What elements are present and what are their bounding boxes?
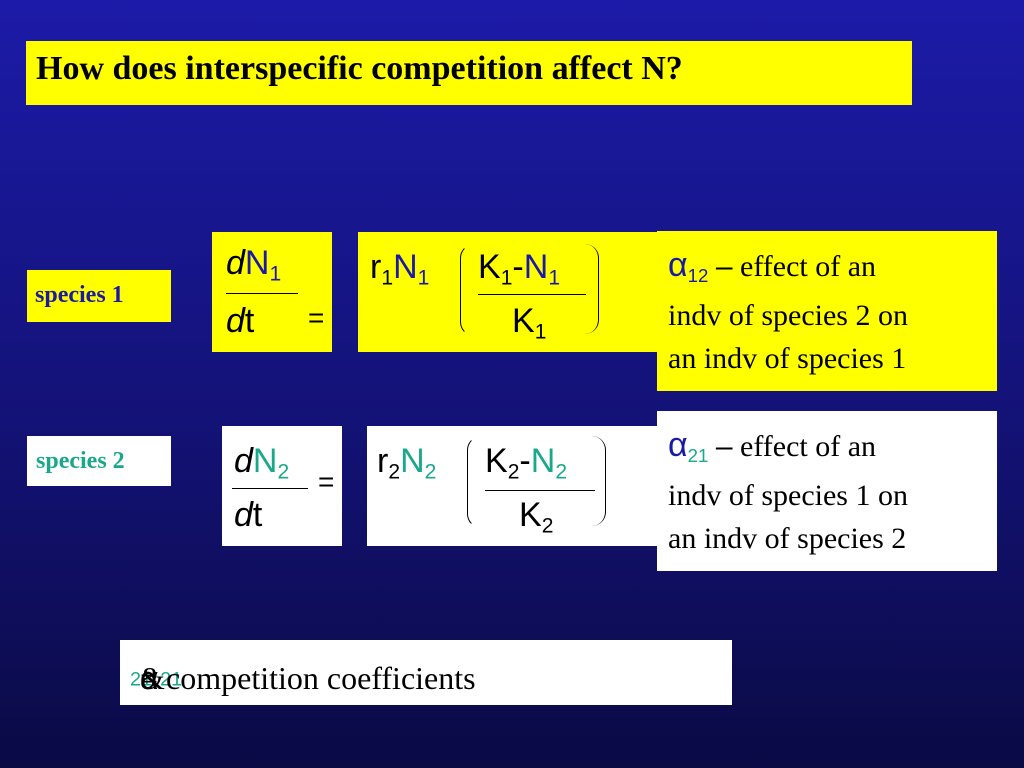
alpha-12-sub: 12 — [687, 264, 709, 286]
species-1-label: species 1 — [35, 282, 124, 308]
eq1-minus: - — [512, 248, 524, 286]
species-2-label-box: species 2 — [27, 436, 171, 486]
alpha-12-line-2: indv of species 2 on — [668, 299, 908, 332]
eq1-rhs-prefix: r1N1 — [370, 248, 429, 289]
eq1-t: t — [244, 302, 255, 340]
eq1-rhs-fraction-bar — [478, 294, 586, 295]
alpha-12-heading: α12 – effect of an — [668, 241, 876, 290]
eq1-r: r — [370, 248, 382, 286]
eq1-den-K-sub: 1 — [534, 320, 547, 344]
eq2-equals: = — [318, 466, 335, 497]
eq2-fraction-bar — [232, 488, 308, 489]
alpha-21-sub: 21 — [687, 444, 709, 466]
eq2-K-sub: 2 — [507, 460, 520, 484]
species-1-label-box: species 1 — [27, 270, 171, 322]
eq2-minus: - — [519, 442, 531, 480]
eq2-N: N — [252, 442, 278, 480]
eq2-d: d — [234, 442, 253, 480]
eq2-rhs-fraction-bar — [485, 490, 595, 491]
eq2-den-K: K — [519, 496, 542, 534]
bottom-alpha-2: α — [140, 660, 159, 696]
bottom-alpha-1: α — [140, 660, 159, 696]
eq1-fraction-bar — [226, 293, 298, 294]
eq2-t: t — [252, 496, 263, 534]
eq1-left-paren — [460, 244, 475, 336]
species-2-label: species 2 — [36, 448, 125, 474]
alpha-21-line-1: effect of an — [740, 430, 877, 463]
eq1-num-N-sub: 1 — [548, 266, 561, 290]
eq2-derivative-box: dN2 dt = — [222, 426, 342, 546]
alpha-21-line-2: indv of species 1 on — [668, 479, 908, 512]
eq1-den-d: d — [226, 302, 245, 340]
bottom-ampersand: & — [140, 660, 165, 696]
eq1-d: d — [226, 244, 245, 282]
eq1-denominator: dt — [226, 304, 254, 338]
eq2-r: r — [377, 442, 389, 480]
eq2-num-N: N — [530, 442, 556, 480]
bottom-alpha-2-sub: 21 — [160, 668, 183, 691]
eq2-rhs-numerator: K2-N2 — [485, 442, 567, 483]
eq1-numerator: dN1 — [226, 244, 281, 285]
eq2-rhs-prefix: r2N2 — [377, 442, 436, 483]
eq1-K-sub: 1 — [500, 266, 513, 290]
alpha-21-dash: – — [715, 430, 733, 463]
alpha-21-note: α21 – effect of an indv of species 1 on … — [657, 411, 997, 571]
alpha-21-line-3: an indv of species 2 — [668, 522, 907, 555]
eq1-rhs-N-sub: 1 — [417, 266, 430, 290]
eq1-right-paren — [584, 244, 599, 334]
eq2-rhs-box: r2N2 K2-N2 K2 — [367, 426, 658, 546]
eq2-left-paren — [467, 436, 482, 528]
eq1-rhs-numerator: K1-N1 — [478, 248, 560, 289]
eq1-r-sub: 1 — [381, 266, 394, 290]
eq2-rhs-denominator: K2 — [519, 496, 553, 537]
eq2-right-paren — [591, 436, 606, 526]
alpha-12-dash: – — [715, 250, 733, 283]
eq1-N-sub: 1 — [269, 262, 282, 286]
eq2-denominator: dt — [234, 498, 262, 532]
eq1-K: K — [478, 248, 501, 286]
eq2-den-K-sub: 2 — [541, 514, 554, 538]
alpha-12-symbol: α — [668, 246, 688, 284]
eq1-num-N: N — [523, 248, 549, 286]
eq2-numerator: dN2 — [234, 442, 289, 483]
eq2-K: K — [485, 442, 508, 480]
eq1-N: N — [244, 244, 270, 282]
eq2-N-sub: 2 — [277, 460, 290, 484]
eq2-den-d: d — [234, 496, 253, 534]
eq2-num-N-sub: 2 — [555, 460, 568, 484]
bottom-alpha-1-sub: 21 — [130, 668, 153, 691]
alpha-21-heading: α21 – effect of an — [668, 421, 876, 470]
eq2-r-sub: 2 — [388, 460, 401, 484]
eq1-equals: = — [308, 302, 325, 333]
alpha-21-symbol: α — [668, 426, 688, 464]
eq1-derivative-box: dN1 dt = — [212, 232, 332, 352]
eq2-rhs-N-sub: 2 — [424, 460, 437, 484]
alpha-12-note: α12 – effect of an indv of species 2 on … — [657, 231, 997, 391]
eq1-rhs-denominator: K1 — [512, 302, 546, 343]
alpha-12-line-1: effect of an — [740, 250, 877, 283]
slide-title: How does interspecific competition affec… — [36, 50, 683, 87]
eq2-rhs-N: N — [400, 442, 425, 480]
alpha-12-line-3: an indv of species 1 — [668, 342, 907, 375]
eq1-rhs-box: r1N1 K1-N1 K1 — [358, 232, 658, 352]
bottom-text: = competition coefficients — [140, 660, 476, 696]
eq1-den-K: K — [512, 302, 535, 340]
eq1-rhs-N: N — [393, 248, 418, 286]
title-box: How does interspecific competition affec… — [26, 41, 912, 105]
